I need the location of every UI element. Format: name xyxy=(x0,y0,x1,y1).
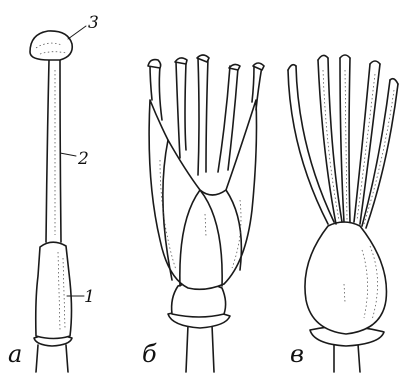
pistil-stalk xyxy=(36,345,68,372)
flower-v-stalk xyxy=(334,344,360,372)
flower-b-filament-4 xyxy=(218,66,238,172)
flower-v-segment-shading xyxy=(323,70,394,224)
flower-v-segment-2 xyxy=(318,58,342,224)
pistil-stigma xyxy=(30,31,72,60)
flower-b-filament-3 xyxy=(198,58,208,175)
label-part-1: 1 xyxy=(84,287,95,307)
panel-b-flower: б xyxy=(142,55,264,372)
label-panel-a: а xyxy=(8,340,22,368)
flower-v-ovary xyxy=(305,222,387,334)
flower-v-segment-1 xyxy=(288,66,334,224)
flower-b-anther-1 xyxy=(148,60,161,68)
leader-line-3 xyxy=(68,26,86,39)
label-part-3: 3 xyxy=(88,13,99,33)
flower-b-anther-2 xyxy=(175,58,187,64)
label-part-2: 2 xyxy=(77,149,89,169)
leader-line-2 xyxy=(60,153,76,156)
flower-v-segment-5 xyxy=(362,80,398,228)
flower-b-anther-4 xyxy=(229,64,240,70)
label-panel-b: б xyxy=(142,340,157,368)
flower-b-filament-2 xyxy=(176,62,186,158)
flower-v-segment-tips xyxy=(288,55,398,84)
label-panel-v: в xyxy=(290,340,304,368)
pistil-ovary xyxy=(36,242,72,338)
panel-a-pistil: 1 2 3 а xyxy=(8,13,99,372)
pistil-style xyxy=(46,60,61,242)
flower-b-filament-5 xyxy=(252,66,262,110)
flower-b-stalk xyxy=(186,325,214,372)
panel-v-flower: в xyxy=(288,55,398,372)
flower-v-segment-4 xyxy=(354,64,380,224)
